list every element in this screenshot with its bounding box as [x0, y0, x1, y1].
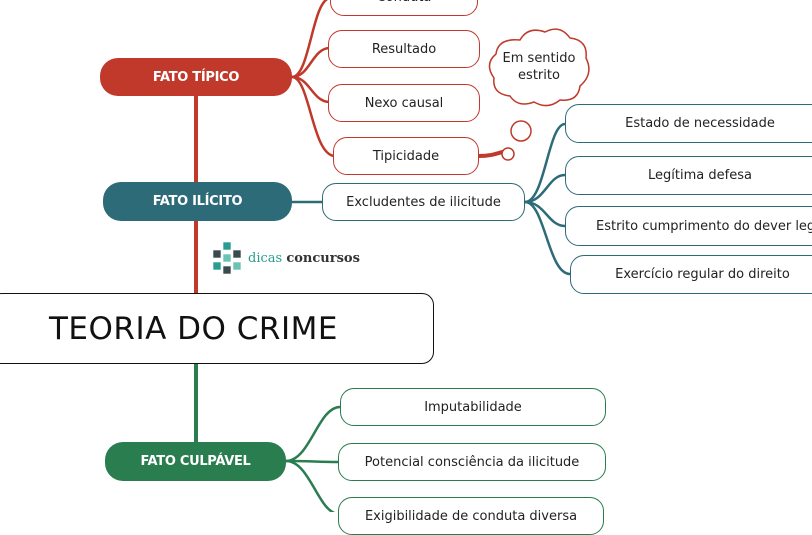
- excludente-estado-necessidade[interactable]: Estado de necessidade: [565, 104, 812, 143]
- tipico-item-nexo[interactable]: Nexo causal: [328, 84, 480, 122]
- connector-lines: [194, 0, 590, 512]
- dicas-concursos-logo: dicas concursos: [210, 241, 360, 275]
- excludente-exercicio-regular[interactable]: Exercício regular do direito: [570, 255, 812, 294]
- tipico-item-tipicidade[interactable]: Tipicidade: [333, 137, 479, 175]
- tipico-item-resultado[interactable]: Resultado: [328, 30, 480, 68]
- fato-tipico-node[interactable]: FATO TÍPICO: [100, 58, 292, 96]
- excludente-estrito-cumprimento[interactable]: Estrito cumprimento do dever legal: [565, 206, 812, 246]
- tipico-item-conduta[interactable]: Conduta: [330, 0, 478, 16]
- tipicidade-note: Em sentido estrito: [502, 51, 576, 83]
- central-node-title[interactable]: TEORIA DO CRIME: [0, 293, 434, 364]
- culpavel-item-exigibilidade[interactable]: Exigibilidade de conduta diversa: [338, 497, 604, 535]
- ilicito-branches: [524, 122, 571, 276]
- cube-cluster-icon: [212, 241, 242, 275]
- culpavel-branches: [285, 405, 341, 512]
- excludente-legitima-defesa[interactable]: Legítima defesa: [565, 156, 812, 195]
- fato-culpavel-node[interactable]: FATO CULPÁVEL: [105, 442, 286, 481]
- logo-word-dicas: dicas: [248, 250, 283, 266]
- culpavel-item-potencial-consciencia[interactable]: Potencial consciência da ilicitude: [338, 443, 606, 481]
- logo-word-concursos: concursos: [286, 250, 360, 266]
- cloud-icon: [488, 28, 590, 161]
- fato-ilicito-node[interactable]: FATO ILÍCITO: [103, 182, 292, 221]
- excludentes-node[interactable]: Excludentes de ilicitude: [322, 183, 525, 221]
- tipico-branches: [291, 0, 507, 158]
- culpavel-item-imputabilidade[interactable]: Imputabilidade: [340, 388, 606, 426]
